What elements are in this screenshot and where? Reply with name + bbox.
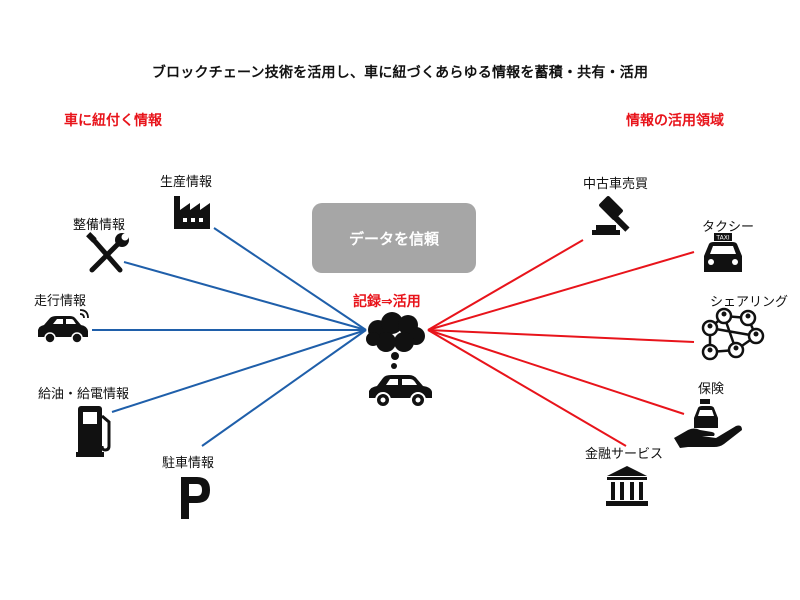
right-connector-line bbox=[427, 239, 584, 331]
right-connector-line bbox=[427, 329, 695, 343]
left-connector-line bbox=[111, 329, 367, 413]
left-connector-line bbox=[201, 329, 367, 447]
factory-icon bbox=[174, 196, 210, 229]
connected-car-icon bbox=[38, 309, 89, 344]
wrench-screwdriver-icon bbox=[86, 232, 129, 273]
node-label-sharing: シェアリング bbox=[710, 295, 789, 310]
fuel-pump-icon bbox=[76, 406, 111, 457]
trust-data-label: データを信頼 bbox=[348, 229, 439, 248]
node-label-maintenance: 整備情報 bbox=[73, 218, 126, 233]
left-connector-line bbox=[213, 227, 367, 331]
right-connector-line bbox=[427, 251, 695, 331]
insurance-hand-car-icon bbox=[674, 399, 742, 448]
left-connector-line bbox=[123, 261, 367, 331]
parking-icon bbox=[181, 477, 210, 519]
auction-gavel-icon bbox=[592, 196, 630, 235]
right-connector-line bbox=[427, 329, 685, 415]
left-section-heading: 車に紐付く情報 bbox=[64, 113, 162, 129]
record-utilize-label: 記録⇒活用 bbox=[353, 294, 421, 310]
node-label-production: 生産情報 bbox=[160, 175, 213, 190]
node-label-taxi: タクシー bbox=[702, 220, 755, 235]
right-connector-line bbox=[427, 329, 627, 447]
sharing-network-icon bbox=[701, 307, 765, 361]
node-label-finance: 金融サービス bbox=[585, 447, 664, 462]
right-section-heading: 情報の活用領域 bbox=[626, 113, 724, 129]
node-label-parking: 駐車情報 bbox=[162, 456, 215, 471]
taxi-icon: TAXI bbox=[704, 233, 742, 272]
center-car-icon bbox=[369, 375, 432, 408]
bank-icon bbox=[606, 466, 648, 506]
node-label-driving: 走行情報 bbox=[34, 294, 87, 309]
taxi-sign-text: TAXI bbox=[715, 235, 729, 242]
node-label-used-car: 中古車売買 bbox=[583, 177, 649, 192]
node-label-insurance: 保険 bbox=[698, 382, 725, 397]
cloud-thought-icon bbox=[366, 312, 425, 369]
diagram-title: ブロックチェーン技術を活用し、車に紐づくあらゆる情報を蓄積・共有・活用 bbox=[151, 65, 649, 81]
trust-data-box: データを信頼 bbox=[312, 203, 476, 273]
node-label-fueling: 給油・給電情報 bbox=[38, 387, 130, 402]
